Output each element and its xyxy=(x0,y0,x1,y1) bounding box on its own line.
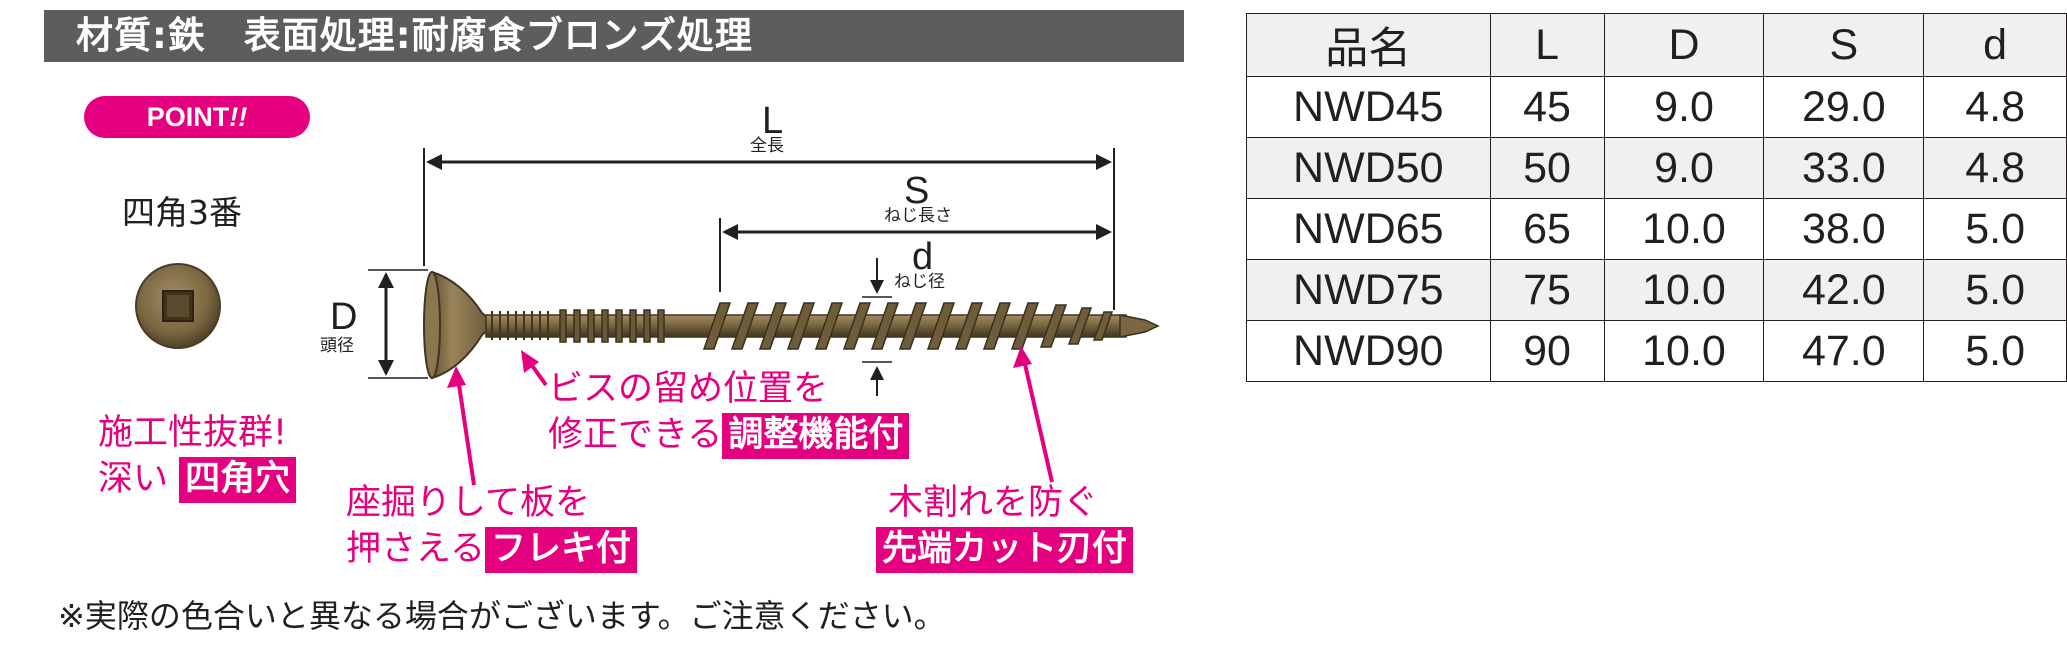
callout-flake-highlight: フレキ付 xyxy=(484,527,637,573)
dimension-lines xyxy=(368,148,1115,396)
callout-arrows xyxy=(447,346,1054,486)
page-title: 材質:鉄 表面処理:耐腐食ブロンズ処理 xyxy=(76,14,753,57)
table-cell: NWD75 xyxy=(1246,259,1491,321)
table-cell: NWD90 xyxy=(1246,320,1491,382)
point-exclaim: !! xyxy=(229,102,248,132)
table-cell: 50 xyxy=(1489,137,1605,199)
callout-flake-line2: 押さえるフレキ付 xyxy=(346,527,637,573)
callout-square-hole-prefix: 深い xyxy=(98,459,169,499)
callout-cutter-line1: 木割れを防ぐ xyxy=(888,483,1099,523)
table-cell: 5.0 xyxy=(1923,198,2067,260)
table-row: NWD75 75 10.0 42.0 5.0 xyxy=(1246,259,2067,321)
table-cell: NWD50 xyxy=(1246,137,1491,199)
callout-square-hole-highlight: 四角穴 xyxy=(179,457,297,503)
callout-adjust-highlight: 調整機能付 xyxy=(722,413,910,459)
table-cell: 33.0 xyxy=(1763,137,1925,199)
table-cell: 5.0 xyxy=(1923,259,2067,321)
callout-square-hole-line1: 施工性抜群! xyxy=(98,413,288,453)
point-label: POINT xyxy=(146,102,230,132)
table-cell: 5.0 xyxy=(1923,320,2067,382)
table-header-cell: d xyxy=(1923,13,2067,77)
footnote: ※実際の色合いと異なる場合がございます。ご注意ください。 xyxy=(58,597,946,635)
table-row: NWD90 90 10.0 47.0 5.0 xyxy=(1246,320,2067,382)
callout-adjust-prefix: 修正できる xyxy=(548,415,723,455)
table-header-cell: 品名 xyxy=(1246,13,1491,77)
table-cell: 9.0 xyxy=(1603,76,1765,138)
dim-L-label: L xyxy=(762,100,784,142)
callout-cutter-line2: 先端カット刃付 xyxy=(876,527,1134,573)
dim-S-sub: ねじ長さ xyxy=(884,206,952,226)
table-cell: 4.8 xyxy=(1923,137,2067,199)
callout-square-hole-line2: 深い 四角穴 xyxy=(98,457,297,503)
dim-D-sub: 頭径 xyxy=(320,336,354,356)
table-cell: 29.0 xyxy=(1763,76,1925,138)
table-cell: 10.0 xyxy=(1603,198,1765,260)
table-header-cell: D xyxy=(1603,13,1765,77)
table-cell: 90 xyxy=(1489,320,1605,382)
table-cell: 4.8 xyxy=(1923,76,2067,138)
table-row: NWD45 45 9.0 29.0 4.8 xyxy=(1246,76,2067,138)
table-header-cell: L xyxy=(1489,13,1605,77)
table-cell: 75 xyxy=(1489,259,1605,321)
table-cell: 38.0 xyxy=(1763,198,1925,260)
dim-S-label: S xyxy=(904,170,930,212)
callout-flake-prefix: 押さえる xyxy=(346,529,485,569)
table-header-row: 品名 L D S d xyxy=(1246,13,2067,77)
screw-head-top-view xyxy=(135,263,221,349)
spec-table: 品名 L D S d NWD45 45 9.0 29.0 4.8 NWD50 5… xyxy=(1246,13,2067,382)
callout-flake-line1: 座掘りして板を xyxy=(346,483,590,523)
table-cell: NWD45 xyxy=(1246,76,1491,138)
table-cell: 45 xyxy=(1489,76,1605,138)
dim-D-label: D xyxy=(330,296,358,338)
table-cell: 10.0 xyxy=(1603,259,1765,321)
table-row: NWD50 50 9.0 33.0 4.8 xyxy=(1246,137,2067,199)
drive-type-label: 四角3番 xyxy=(122,193,242,232)
dim-d-label: d xyxy=(912,236,934,278)
table-cell: NWD65 xyxy=(1246,198,1491,260)
callout-cutter-highlight: 先端カット刃付 xyxy=(876,527,1134,573)
callout-adjust-line2: 修正できる調整機能付 xyxy=(548,413,910,459)
dim-d-sub: ねじ径 xyxy=(894,272,945,292)
dim-L-sub: 全長 xyxy=(750,136,784,156)
screw-side-view xyxy=(423,270,1160,380)
point-badge: POINT!! xyxy=(84,96,310,138)
callout-adjust-line1: ビスの留め位置を xyxy=(548,369,829,409)
table-cell: 47.0 xyxy=(1763,320,1925,382)
table-cell: 9.0 xyxy=(1603,137,1765,199)
table-cell: 10.0 xyxy=(1603,320,1765,382)
table-row: NWD65 65 10.0 38.0 5.0 xyxy=(1246,198,2067,260)
table-cell: 42.0 xyxy=(1763,259,1925,321)
table-header-cell: S xyxy=(1763,13,1925,77)
header-bar xyxy=(44,10,1184,62)
table-cell: 65 xyxy=(1489,198,1605,260)
